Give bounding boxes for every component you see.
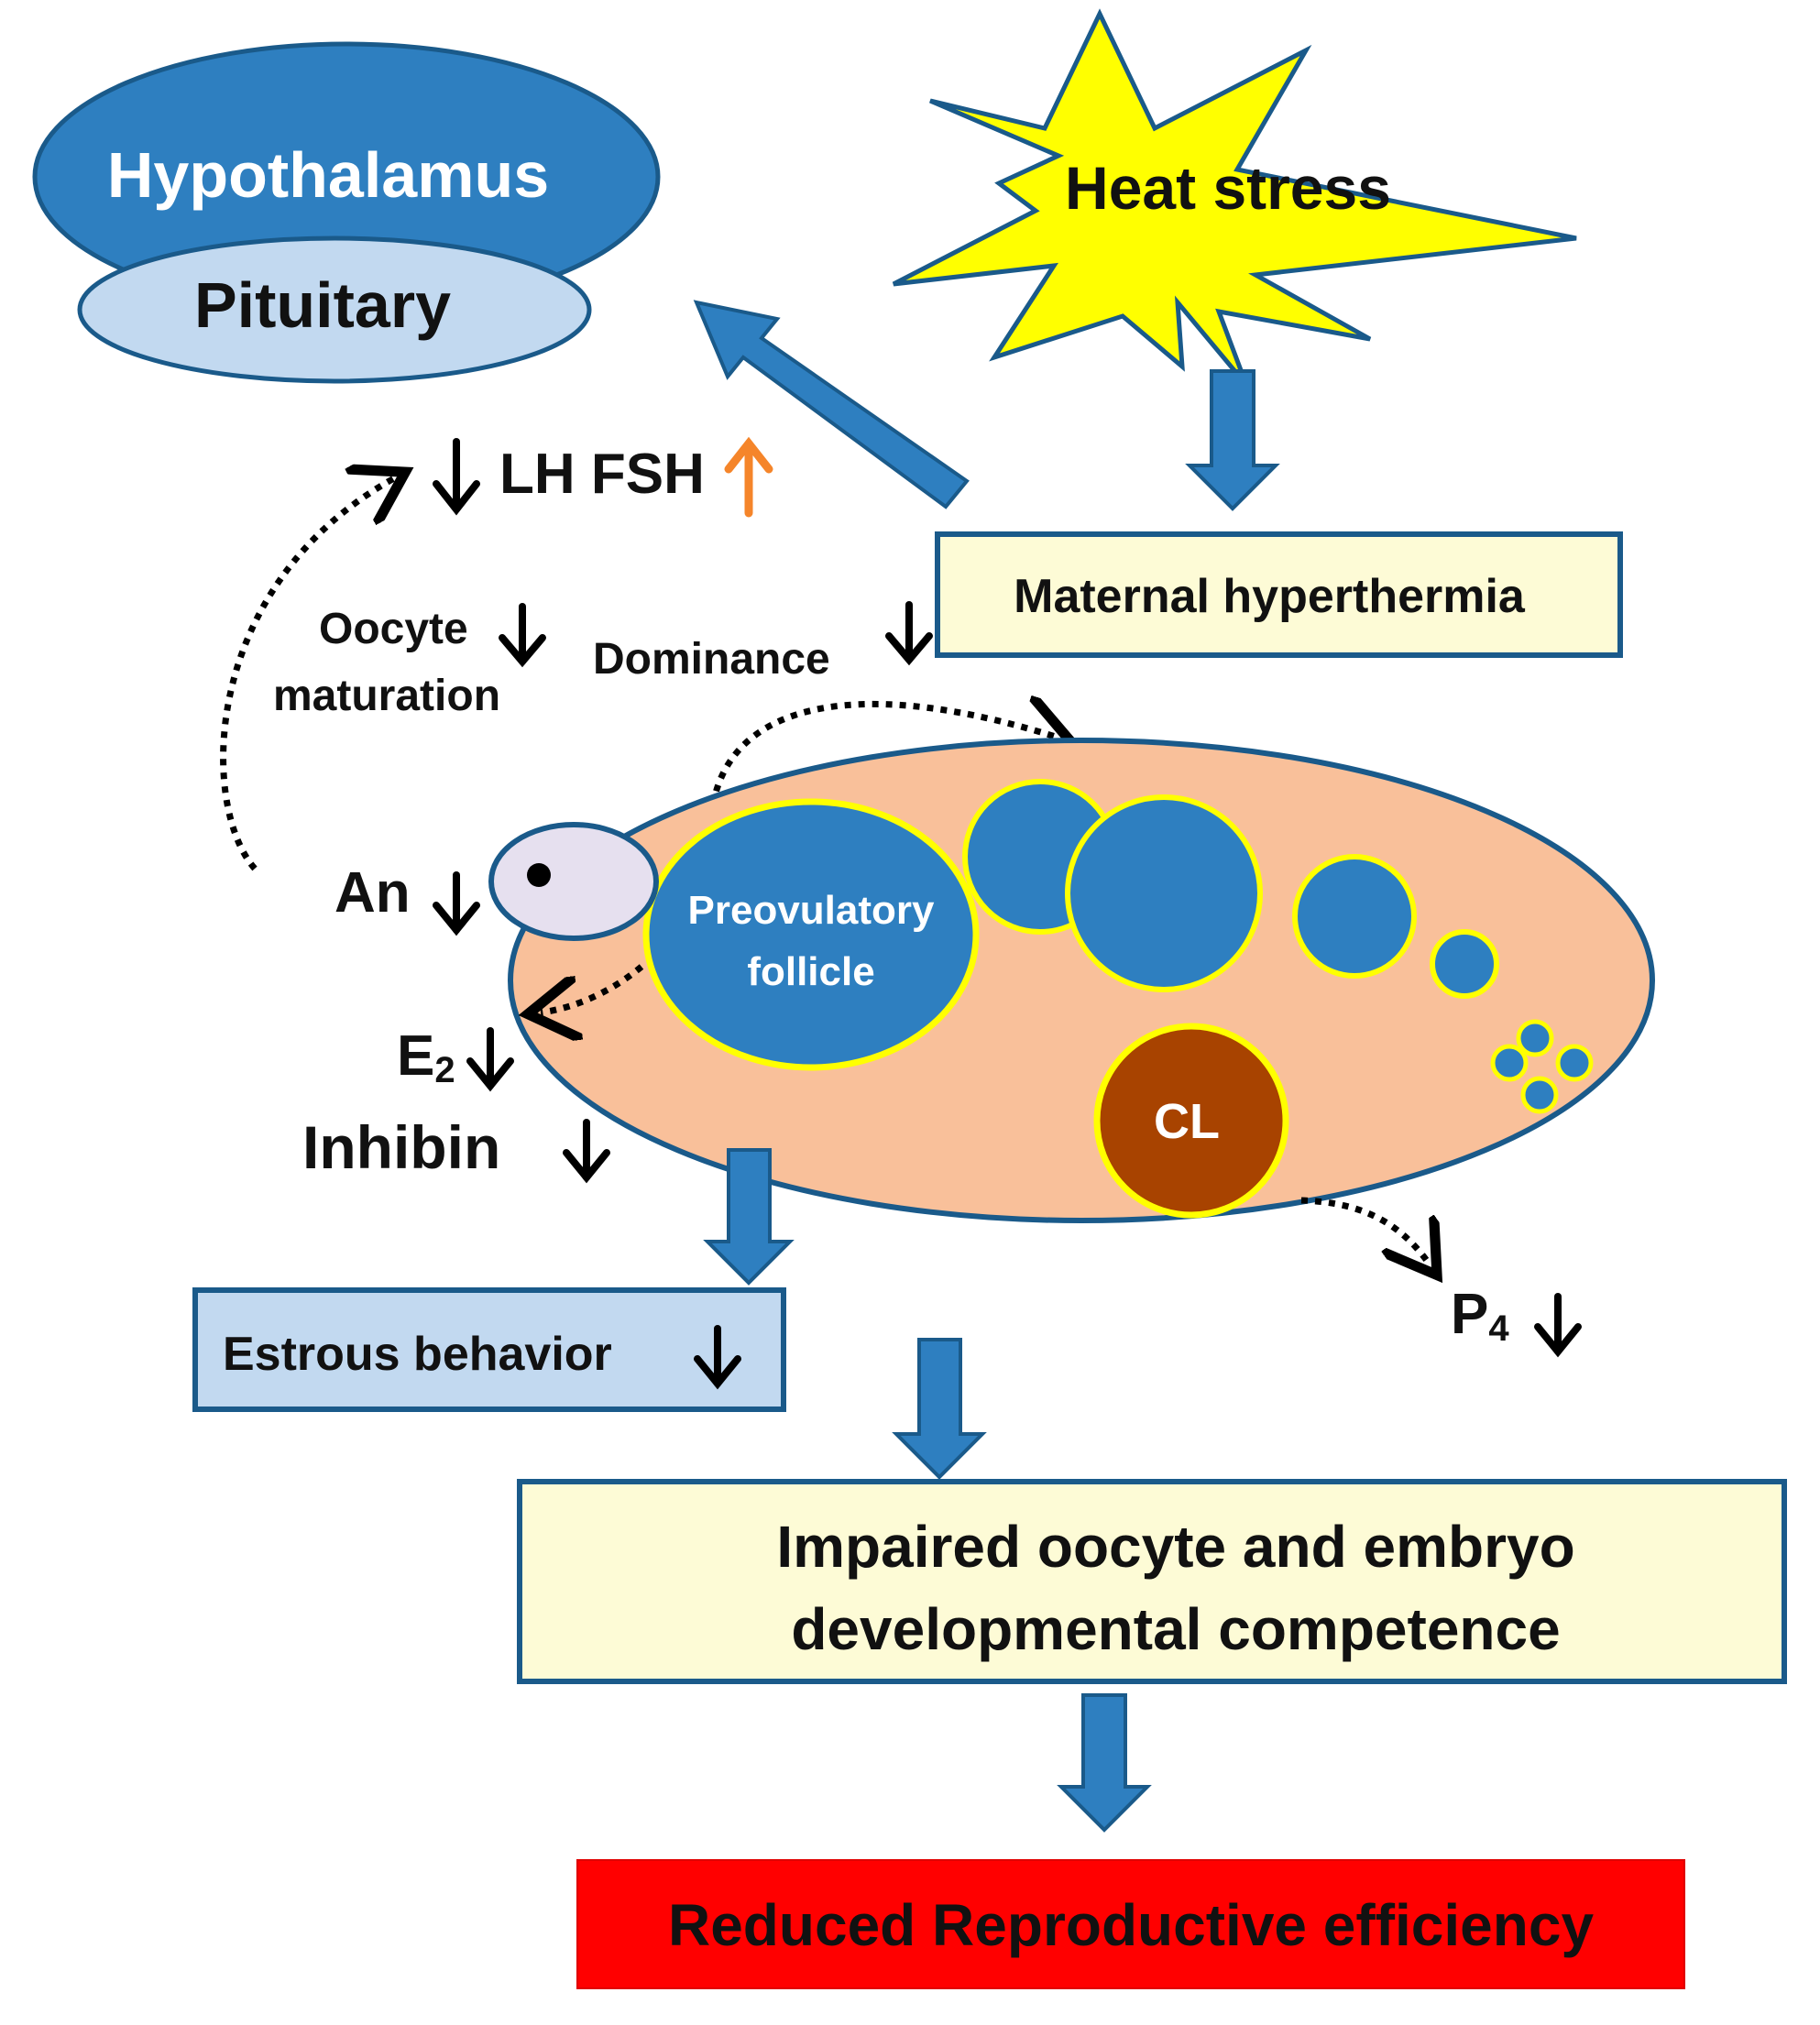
maturation-label: maturation: [273, 672, 500, 720]
p4-sub: 4: [1488, 1308, 1509, 1349]
maternal-hyperthermia-box: [935, 531, 1623, 658]
e2-sub: 2: [434, 1050, 455, 1090]
heat-stress-star: Heat stress: [892, 8, 1577, 387]
block-arrow-to-reduced: [1057, 1693, 1152, 1833]
block-arrow-to-pituitary: [693, 300, 970, 509]
hypothalamus-label: Hypothalamus: [107, 139, 549, 211]
lh-down-arrow: [433, 438, 480, 516]
dominance-label: Dominance: [593, 635, 830, 684]
p4-down-arrow: [1534, 1293, 1582, 1358]
preovulatory-follicle: [642, 798, 980, 1071]
follicle-small: [1430, 929, 1499, 999]
dominance-down-arrow: [885, 601, 933, 666]
an-label: An: [334, 861, 411, 925]
preovulatory-label-line1: Preovulatory: [688, 888, 936, 933]
follicle-cluster: [1490, 1019, 1594, 1114]
pituitary-label: Pituitary: [194, 269, 451, 341]
e2-label: E2: [397, 1024, 455, 1090]
heat-stress-label: Heat stress: [1065, 154, 1391, 222]
block-arrow-heat-to-hyperthermia: [1185, 369, 1280, 511]
estrous-down-arrow: [694, 1325, 741, 1390]
inhibin-down-arrow: [563, 1119, 610, 1184]
impaired-competence-box: [517, 1479, 1787, 1684]
impaired-line1: Impaired oocyte and embryo: [776, 1514, 1574, 1580]
follicle-large: [1065, 794, 1263, 992]
corpus-luteum: [1093, 1023, 1289, 1219]
preovulatory-label-line2: follicle: [747, 949, 874, 994]
oocyte-cell: [488, 822, 659, 941]
block-arrow-to-estrous: [703, 1148, 795, 1286]
fsh-up-arrow: [724, 436, 773, 518]
e2-main: E: [397, 1024, 434, 1088]
estrous-behavior-label: Estrous behavior: [223, 1328, 612, 1381]
lh-fsh-group: LH FSH: [433, 436, 773, 518]
impaired-line2: developmental competence: [791, 1596, 1560, 1662]
hypothalamus-pituitary: Hypothalamus Pituitary: [32, 41, 661, 384]
cl-label: CL: [1154, 1094, 1220, 1149]
e2-down-arrow: [466, 1027, 514, 1092]
an-down-arrow: [433, 871, 480, 936]
dotted-arrow-an-to-lh: [220, 478, 394, 871]
reduced-efficiency-box: [576, 1859, 1685, 1989]
estrous-behavior-box: [192, 1287, 786, 1412]
lh-fsh-label: LH FSH: [499, 443, 705, 506]
dotted-arrow-to-e2: [541, 964, 644, 1012]
follicle-medium-2: [1292, 854, 1417, 979]
oocyte-down-arrow: [499, 603, 546, 668]
oocyte-label: Oocyte: [319, 605, 468, 653]
oocyte-nucleus: [527, 863, 551, 887]
pituitary-ellipse: [77, 235, 592, 384]
maternal-hyperthermia-label: Maternal hyperthermia: [1014, 570, 1526, 623]
inhibin-label: Inhibin: [302, 1113, 500, 1181]
dotted-arrow-dominance: [709, 704, 1058, 805]
block-arrow-to-impaired: [892, 1338, 987, 1480]
p4-main: P: [1451, 1283, 1488, 1346]
reduced-efficiency-label: Reduced Reproductive efficiency: [668, 1892, 1594, 1958]
dotted-arrow-to-p4: [1300, 1197, 1430, 1264]
p4-label: P4: [1451, 1283, 1509, 1349]
